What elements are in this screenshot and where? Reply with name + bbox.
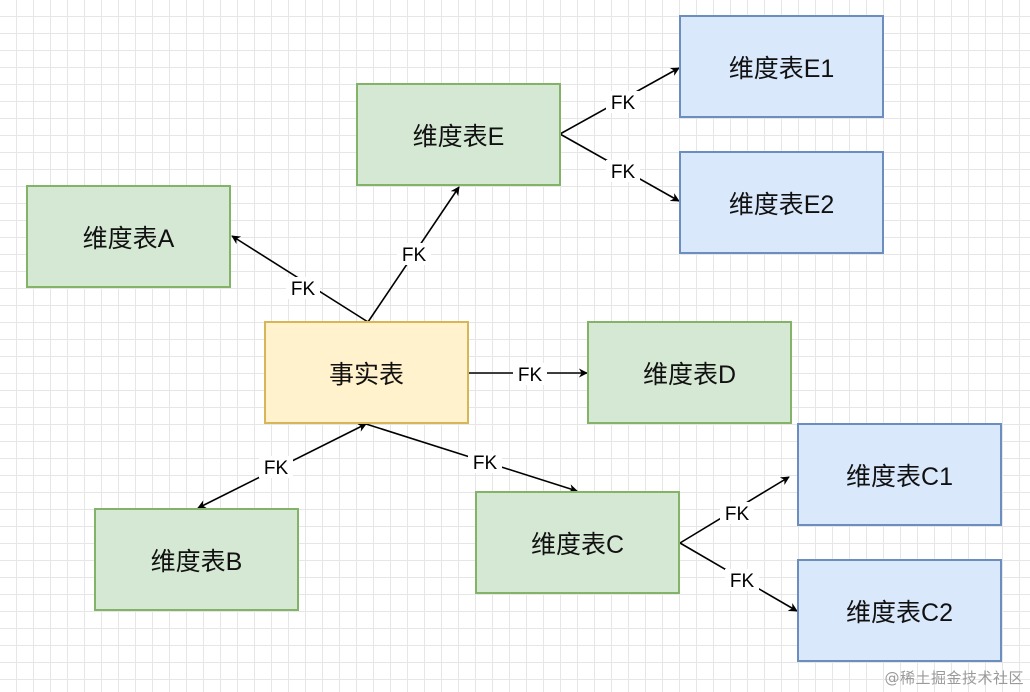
node-dim-d-label: 维度表D — [642, 360, 737, 389]
watermark: @稀土掘金技术社区 — [884, 669, 1024, 687]
node-dim-c2[interactable]: 维度表C2 — [797, 559, 1002, 662]
node-dim-a[interactable]: 维度表A — [26, 185, 231, 288]
node-dim-d[interactable]: 维度表D — [587, 321, 792, 424]
edge-label-fact-c: FK — [473, 453, 498, 474]
edge-fact-to-dim-a[interactable]: FK — [231, 235, 369, 323]
node-dim-c2-label: 维度表C2 — [846, 598, 953, 627]
edge-label-fact-d: FK — [518, 365, 543, 386]
node-fact-table-label: 事实表 — [328, 360, 404, 389]
edge-fact-to-dim-e[interactable]: FK — [367, 186, 460, 323]
edge-fact-to-dim-b[interactable]: FK — [197, 423, 367, 509]
node-dim-c1[interactable]: 维度表C1 — [797, 423, 1002, 526]
node-dim-b-label: 维度表B — [150, 547, 243, 576]
node-dim-e[interactable]: 维度表E — [356, 83, 561, 186]
node-dim-e2[interactable]: 维度表E2 — [679, 151, 884, 254]
node-dim-e1-label: 维度表E1 — [728, 54, 835, 83]
node-dim-a-label: 维度表A — [82, 224, 175, 253]
edge-fact-to-dim-d[interactable]: FK — [468, 363, 588, 386]
edge-label-fact-a: FK — [291, 279, 316, 300]
edge-dim-e-to-dim-e1[interactable]: FK — [559, 67, 680, 135]
node-dim-c-label: 维度表C — [530, 530, 625, 559]
node-dim-c[interactable]: 维度表C — [475, 491, 680, 594]
edge-label-c-c2: FK — [730, 571, 755, 592]
edge-label-c-c1: FK — [725, 504, 750, 525]
edge-label-fact-b: FK — [264, 458, 289, 479]
edge-label-fact-e: FK — [402, 245, 427, 266]
node-dim-e2-label: 维度表E2 — [728, 190, 835, 219]
edge-label-e-e2: FK — [611, 162, 636, 183]
node-dim-c1-label: 维度表C1 — [846, 462, 953, 491]
node-fact-table[interactable]: 事实表 — [264, 321, 469, 424]
edge-label-e-e1: FK — [611, 93, 636, 114]
node-dim-e-label: 维度表E — [412, 122, 505, 151]
edge-fact-to-dim-c[interactable]: FK — [365, 423, 578, 493]
node-dim-b[interactable]: 维度表B — [94, 508, 299, 611]
edge-dim-c-to-dim-c2[interactable]: FK — [679, 542, 798, 612]
edge-dim-c-to-dim-c1[interactable]: FK — [679, 476, 790, 544]
edge-dim-e-to-dim-e2[interactable]: FK — [559, 133, 680, 202]
node-dim-e1[interactable]: 维度表E1 — [679, 15, 884, 118]
